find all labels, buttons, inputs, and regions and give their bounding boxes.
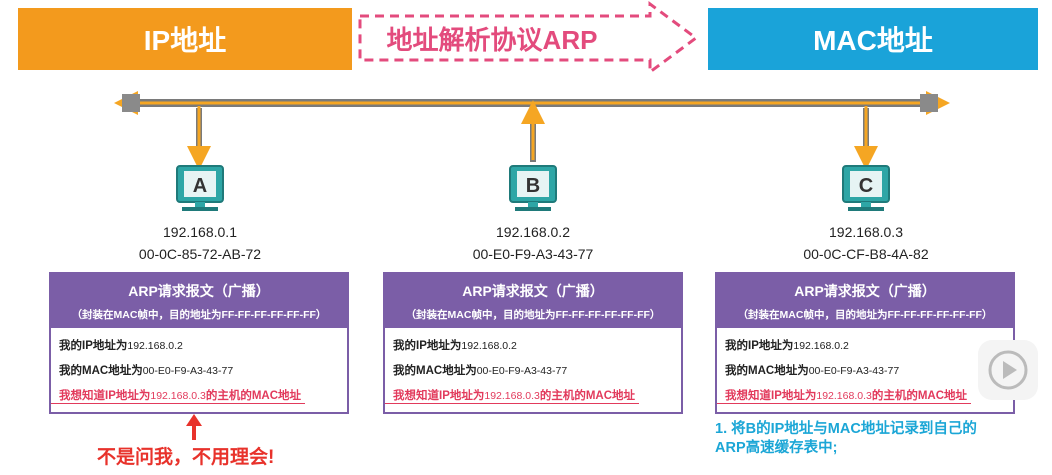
- computer-icon: B: [509, 165, 557, 211]
- arp-box-title: ARP请求报文（广播）: [462, 283, 604, 299]
- arp-box-header: ARP请求报文（广播） （封装在MAC帧中，目的地址为FF-FF-FF-FF-F…: [385, 274, 681, 328]
- arp-box-subtitle: （封装在MAC帧中，目的地址为FF-FF-FF-FF-FF-FF）: [71, 309, 327, 321]
- bus-terminator-left: [122, 94, 140, 112]
- ip-banner-label: IP地址: [143, 25, 227, 56]
- mac-banner-label: MAC地址: [813, 25, 933, 56]
- play-button[interactable]: [978, 340, 1038, 400]
- cache-note: 1. 将B的IP地址与MAC地址记录到自己的 ARP高速缓存表中;: [715, 420, 977, 458]
- cache-note-line1: 1. 将B的IP地址与MAC地址记录到自己的: [715, 421, 977, 437]
- computer-icon: C: [842, 165, 890, 211]
- host-a-mac: 00-0C-85-72-AB-72: [138, 246, 262, 262]
- arp-request-box-a: ARP请求报文（广播） （封装在MAC帧中，目的地址为FF-FF-FF-FF-F…: [49, 272, 349, 414]
- mac-address-banner: MAC地址: [708, 8, 1038, 70]
- host-c-letter: C: [859, 175, 873, 197]
- play-icon: [988, 350, 1028, 390]
- arp-sender-mac: 我的MAC地址为00-E0-F9-A3-43-77: [725, 365, 900, 377]
- cache-note-line2: ARP高速缓存表中;: [715, 440, 838, 456]
- host-b-mac: 00-E0-F9-A3-43-77: [472, 246, 594, 262]
- arp-sender-ip: 我的IP地址为192.168.0.2: [725, 340, 849, 352]
- arp-query: 我想知道IP地址为192.168.0.3的主机的MAC地址: [51, 387, 306, 404]
- arp-box-subtitle: （封装在MAC帧中，目的地址为FF-FF-FF-FF-FF-FF）: [737, 309, 993, 321]
- arp-sender-mac: 我的MAC地址为00-E0-F9-A3-43-77: [393, 365, 568, 377]
- host-b-letter: B: [526, 175, 540, 197]
- computer-icon: A: [176, 165, 224, 211]
- arp-box-title: ARP请求报文（广播）: [128, 283, 270, 299]
- arp-box-header: ARP请求报文（广播） （封装在MAC帧中，目的地址为FF-FF-FF-FF-F…: [51, 274, 347, 328]
- arp-request-box-c: ARP请求报文（广播） （封装在MAC帧中，目的地址为FF-FF-FF-FF-F…: [715, 272, 1015, 414]
- arp-sender-ip: 我的IP地址为192.168.0.2: [59, 340, 183, 352]
- arp-box-subtitle: （封装在MAC帧中，目的地址为FF-FF-FF-FF-FF-FF）: [405, 309, 661, 321]
- host-c-ip: 192.168.0.3: [829, 224, 903, 240]
- ip-address-banner: IP地址: [18, 8, 352, 70]
- host-a-ip: 192.168.0.1: [163, 224, 237, 240]
- arp-sender-mac: 我的MAC地址为00-E0-F9-A3-43-77: [59, 365, 234, 377]
- arp-box-header: ARP请求报文（广播） （封装在MAC帧中，目的地址为FF-FF-FF-FF-F…: [717, 274, 1013, 328]
- arp-sender-ip: 我的IP地址为192.168.0.2: [393, 340, 517, 352]
- arp-request-box-b: ARP请求报文（广播） （封装在MAC帧中，目的地址为FF-FF-FF-FF-F…: [383, 272, 683, 414]
- arp-box-title: ARP请求报文（广播）: [794, 283, 936, 299]
- host-b-ip: 192.168.0.2: [496, 224, 570, 240]
- up-arrow-icon: [186, 414, 202, 426]
- arp-query: 我想知道IP地址为192.168.0.3的主机的MAC地址: [717, 387, 972, 404]
- protocol-label: 地址解析协议ARP: [386, 25, 598, 55]
- arp-query: 我想知道IP地址为192.168.0.3的主机的MAC地址: [385, 387, 640, 404]
- host-a-letter: A: [193, 175, 207, 197]
- protocol-arrow: [358, 1, 699, 75]
- host-c-mac: 00-0C-CF-B8-4A-82: [803, 246, 929, 262]
- bus-terminator-right: [920, 94, 938, 112]
- not-me-annotation: 不是问我，不用理会!: [97, 447, 275, 468]
